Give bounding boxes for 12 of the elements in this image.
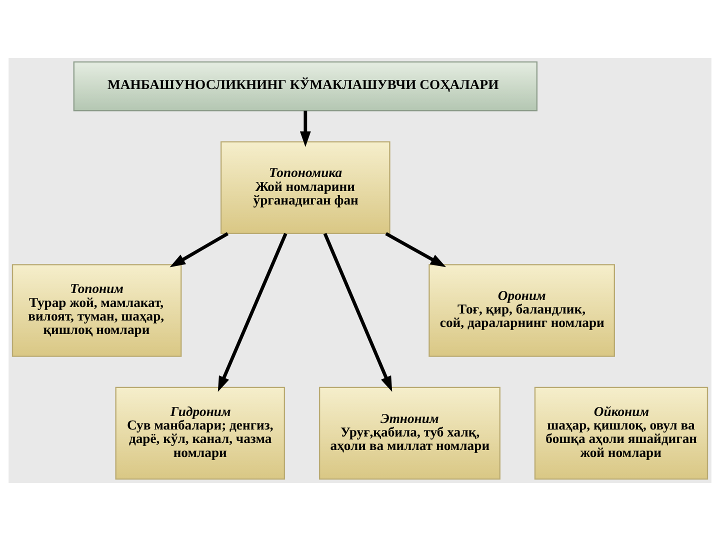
node-box: Гидроним Сув манбалари; денгиз, дарё, кўл, канал, чазма номлари bbox=[115, 386, 286, 480]
node-box: Ойконим шаҳар, қишлоқ, овул ва бошқа аҳоли яшайдиган жой номлари bbox=[534, 386, 708, 480]
node-box: Топоним Турар жой, мамлакат, вилоят, туман, шаҳар, қишлоқ номлари bbox=[12, 264, 182, 356]
node-box: МАНБАШУНОСЛИКНИНГ КЎМАКЛАШУВЧИ СОҲАЛАРИ bbox=[73, 60, 538, 111]
arrow bbox=[170, 232, 229, 267]
arrow bbox=[323, 232, 392, 392]
node-box: Ороним Тоғ, қир, баландлик, сой, дараларнинг номлари bbox=[428, 264, 615, 356]
arrow bbox=[218, 232, 288, 392]
arrow bbox=[300, 110, 311, 146]
arrow bbox=[385, 232, 446, 267]
node-box: Топономика Жой номларини ўрганадиган фан bbox=[220, 140, 390, 234]
node-box: Этноним Уруғ,қабила, туб халқ, аҳоли ва миллат номлари bbox=[318, 386, 500, 480]
